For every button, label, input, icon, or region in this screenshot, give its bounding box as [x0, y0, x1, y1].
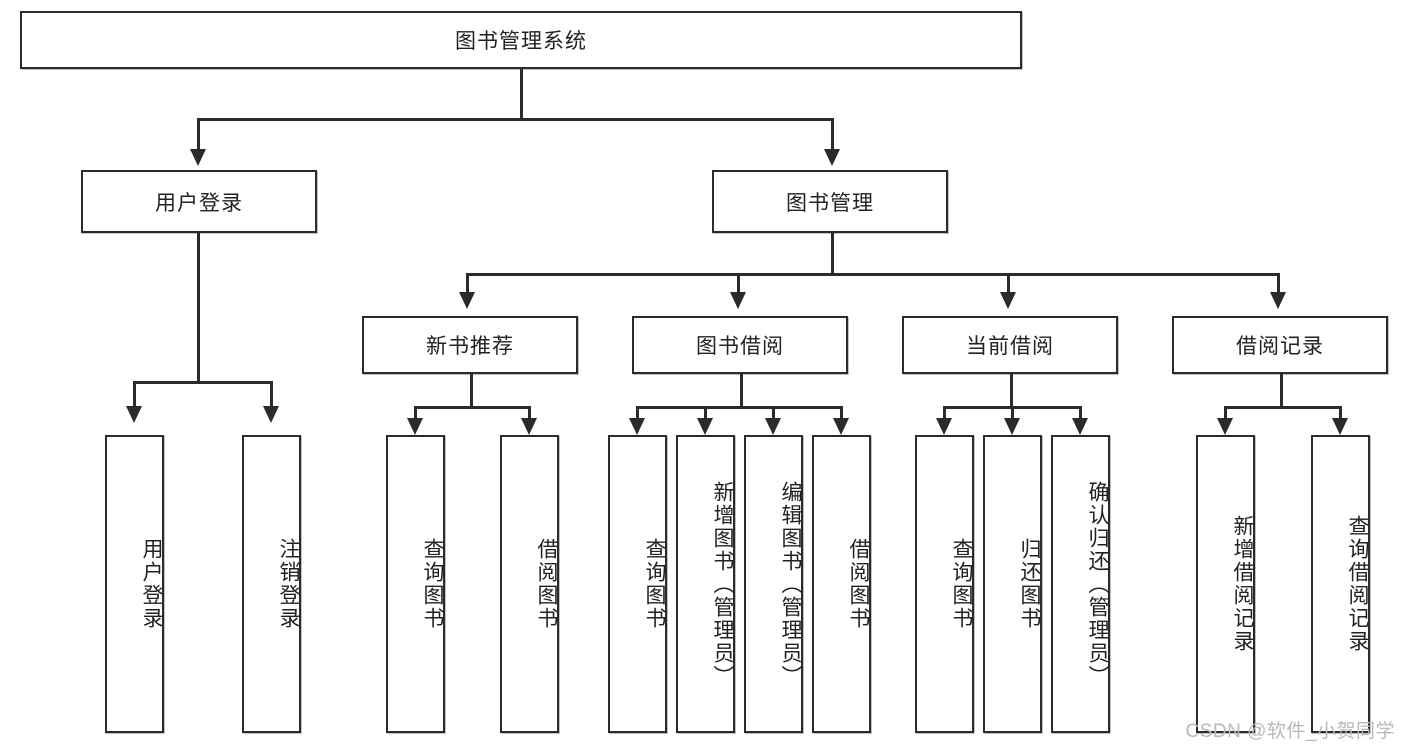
edge-book-borrow-to-leaf-1 — [636, 406, 639, 420]
leaf-query-book-current[interactable]: 查询图书 — [915, 435, 974, 733]
node-book-borrow[interactable]: 图书借阅 — [632, 316, 848, 374]
edge-book-borrow-to-leaf-4 — [840, 406, 843, 420]
leaf-return-book[interactable]: 归还图书 — [983, 435, 1042, 733]
arrowhead-new-book-to-leaf-1 — [407, 418, 423, 435]
leaf-add-borrow-record[interactable]: 新增借阅记录 — [1196, 435, 1255, 733]
arrowhead-root-to-user-login — [190, 149, 206, 166]
arrowhead-book-manage-to-current-borrow — [1000, 292, 1016, 309]
leaf-borrow-book[interactable]: 借阅图书 — [812, 435, 871, 733]
arrowhead-borrow-record-to-leaf-2 — [1332, 418, 1348, 435]
edge-user-login-bus — [133, 381, 272, 384]
edge-current-borrow-to-leaf-3 — [1079, 406, 1082, 420]
leaf-user-login[interactable]: 用户登录 — [105, 435, 164, 733]
node-label: 借阅图书 — [535, 538, 558, 630]
edge-borrow-record-to-leaf-2 — [1339, 406, 1342, 420]
node-label: 当前借阅 — [966, 335, 1054, 358]
node-label: 图书管理 — [786, 191, 874, 215]
node-user-login[interactable]: 用户登录 — [81, 170, 317, 233]
arrowhead-user-login-to-leaf-2 — [263, 406, 279, 423]
edge-current-borrow-to-leaf-2 — [1011, 406, 1014, 420]
arrowhead-user-login-to-leaf-1 — [126, 406, 142, 423]
arrowhead-current-borrow-to-leaf-2 — [1004, 418, 1020, 435]
edge-book-borrow-to-leaf-3 — [772, 406, 775, 420]
node-label: 新书推荐 — [426, 335, 514, 358]
leaf-borrow-book-recommend[interactable]: 借阅图书 — [500, 435, 559, 733]
leaf-user-logout[interactable]: 注销登录 — [242, 435, 301, 733]
arrowhead-current-borrow-to-leaf-1 — [936, 418, 952, 435]
edge-user-login-to-leaf-1 — [133, 381, 136, 407]
arrowhead-book-borrow-to-leaf-4 — [833, 418, 849, 435]
edge-book-manage-bus — [466, 273, 1278, 276]
arrowhead-new-book-to-leaf-2 — [521, 418, 537, 435]
node-label: 编辑图书（管理员） — [779, 480, 802, 688]
arrowhead-borrow-record-to-leaf-1 — [1217, 418, 1233, 435]
node-label: 新增借阅记录 — [1231, 515, 1254, 653]
leaf-query-borrow-record[interactable]: 查询借阅记录 — [1311, 435, 1370, 733]
node-label: 归还图书 — [1018, 538, 1041, 630]
edge-borrow-record-stem — [1280, 374, 1283, 408]
leaf-add-book-admin[interactable]: 新增图书（管理员） — [676, 435, 735, 733]
edge-borrow-record-bus — [1224, 406, 1341, 409]
edge-book-manage-to-book-borrow — [737, 273, 740, 294]
node-label: 查询图书 — [643, 538, 666, 630]
node-label: 图书管理系统 — [455, 30, 587, 53]
arrowhead-book-borrow-to-leaf-2 — [697, 418, 713, 435]
arrowhead-current-borrow-to-leaf-3 — [1072, 418, 1088, 435]
node-root-book-management-system[interactable]: 图书管理系统 — [20, 11, 1022, 69]
arrowhead-book-manage-to-book-borrow — [730, 292, 746, 309]
arrowhead-book-borrow-to-leaf-1 — [629, 418, 645, 435]
node-label: 确认归还（管理员） — [1086, 480, 1109, 688]
node-label: 查询图书 — [421, 538, 444, 630]
node-label: 用户登录 — [155, 191, 243, 215]
edge-root-bus — [197, 118, 834, 121]
node-current-borrow[interactable]: 当前借阅 — [902, 316, 1118, 374]
edge-user-login-to-leaf-2 — [270, 381, 273, 407]
edge-root-to-user-login — [197, 118, 200, 150]
leaf-query-book-recommend[interactable]: 查询图书 — [386, 435, 445, 733]
node-label: 注销登录 — [277, 538, 300, 630]
node-borrow-record[interactable]: 借阅记录 — [1172, 316, 1388, 374]
edge-user-login-stem — [197, 233, 200, 383]
node-label: 用户登录 — [140, 538, 163, 630]
node-label: 借阅图书 — [847, 538, 870, 630]
edge-book-manage-to-new-book — [466, 273, 469, 294]
edge-borrow-record-to-leaf-1 — [1224, 406, 1227, 420]
edge-current-borrow-stem — [1010, 374, 1013, 408]
edge-new-book-stem — [470, 374, 473, 408]
edge-root-to-book-manage — [831, 118, 834, 150]
edge-book-borrow-bus — [636, 406, 843, 409]
arrowhead-root-to-book-manage — [824, 149, 840, 166]
leaf-edit-book-admin[interactable]: 编辑图书（管理员） — [744, 435, 803, 733]
edge-book-manage-to-borrow-record — [1277, 273, 1280, 294]
edge-book-manage-to-current-borrow — [1007, 273, 1010, 294]
node-label: 查询图书 — [950, 538, 973, 630]
node-book-management[interactable]: 图书管理 — [712, 170, 948, 233]
edge-new-book-to-leaf-1 — [414, 406, 417, 420]
watermark: CSDN @软件_小贺同学 — [1185, 721, 1395, 742]
edge-new-book-to-leaf-2 — [528, 406, 531, 420]
edge-new-book-bus — [414, 406, 530, 409]
node-label: 查询借阅记录 — [1346, 515, 1369, 653]
node-label: 借阅记录 — [1236, 335, 1324, 358]
edge-current-borrow-to-leaf-1 — [943, 406, 946, 420]
arrowhead-book-manage-to-new-book — [459, 292, 475, 309]
arrowhead-book-manage-to-borrow-record — [1270, 292, 1286, 309]
node-label: 新增图书（管理员） — [711, 480, 734, 688]
arrowhead-book-borrow-to-leaf-3 — [765, 418, 781, 435]
edge-root-stem — [520, 69, 523, 120]
edge-book-borrow-to-leaf-2 — [704, 406, 707, 420]
leaf-confirm-return-admin[interactable]: 确认归还（管理员） — [1051, 435, 1110, 733]
edge-book-manage-stem — [831, 233, 834, 275]
edge-book-borrow-stem — [740, 374, 743, 408]
node-new-book-recommend[interactable]: 新书推荐 — [362, 316, 578, 374]
node-label: 图书借阅 — [696, 335, 784, 358]
leaf-query-book-borrow[interactable]: 查询图书 — [608, 435, 667, 733]
